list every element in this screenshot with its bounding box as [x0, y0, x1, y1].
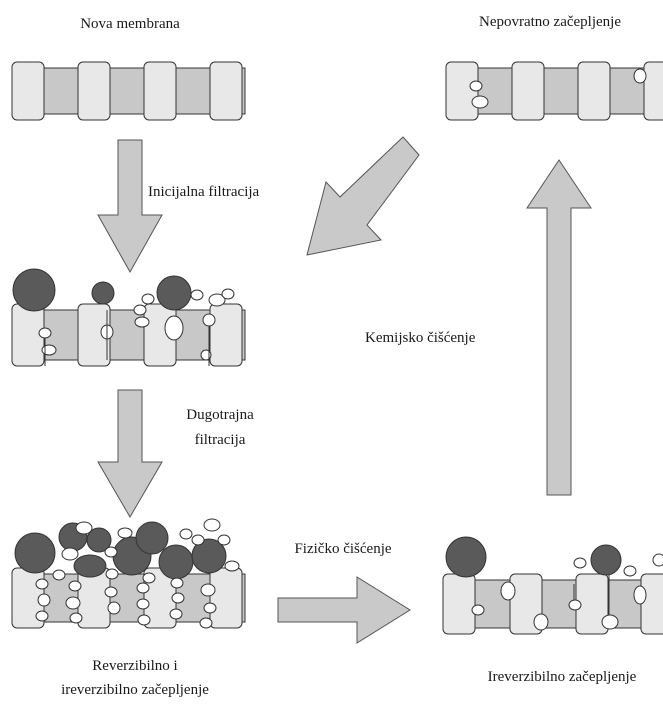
- arrow-physical-cleaning: [277, 576, 411, 644]
- arrow-return-to-initial: [306, 136, 420, 256]
- membrane-fouled: [11, 567, 246, 629]
- label-irreversible-blocking-top: Nepovratno začepljenje: [478, 14, 621, 30]
- label-long-filtration-line2: filtracija: [194, 432, 246, 448]
- label-long-filtration-line1: Dugotrajna: [186, 407, 254, 423]
- membrane-new: [11, 61, 246, 121]
- membrane-irreversible: [442, 573, 663, 635]
- particles-after-chemical: [469, 68, 647, 109]
- label-reversible-line1: Reverzibilno i: [92, 658, 178, 674]
- label-initial-filtration: Inicijalna filtracija: [148, 184, 260, 200]
- arrow-initial-filtration: [97, 139, 163, 274]
- arrow-long-filtration: [97, 389, 163, 518]
- label-physical-cleaning: Fizičko čišćenje: [294, 541, 392, 557]
- particles-irreversible: [445, 536, 663, 631]
- particles-fouled: [14, 518, 240, 629]
- label-chemical-cleaning: Kemijsko čišćenje: [365, 330, 476, 346]
- label-new-membrane: Nova membrana: [80, 16, 180, 32]
- arrow-chemical-cleaning: [526, 159, 592, 496]
- particles-initial: [12, 268, 235, 366]
- label-reversible-line2: ireverzibilno začepljenje: [61, 682, 209, 698]
- label-irreversible-bottom: Ireverzibilno začepljenje: [487, 669, 637, 685]
